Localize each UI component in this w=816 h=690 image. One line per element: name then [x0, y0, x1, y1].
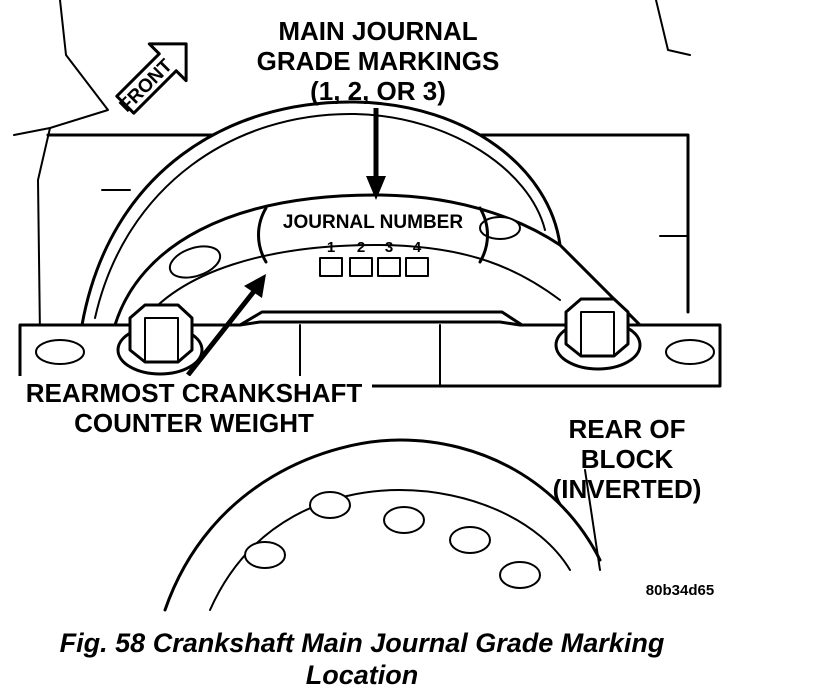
- journal-box-2: [349, 257, 373, 277]
- figure-code: 80b34d65: [646, 582, 714, 599]
- journal-box-3: [377, 257, 401, 277]
- rear-of-block-line-1: REAR OF: [569, 414, 686, 444]
- bolt-right: [554, 297, 642, 371]
- journal-number-label: JOURNAL NUMBER: [283, 212, 463, 233]
- rearmost-line-1: REARMOST CRANKSHAFT: [26, 378, 363, 408]
- counterweight-arrow-icon: [186, 274, 266, 377]
- journal-box-1: [319, 257, 343, 277]
- rearmost-line-2: COUNTER WEIGHT: [74, 408, 314, 438]
- figure-caption: Fig. 58 Crankshaft Main Journal Grade Ma…: [60, 628, 665, 690]
- caption-line-2: Location: [306, 660, 419, 690]
- bolt-left: [116, 303, 204, 376]
- front-label: FRONT: [116, 55, 177, 116]
- journal-digit-2: 2: [357, 239, 365, 256]
- grade-arrow-icon: [366, 108, 386, 200]
- journal-digit-1: 1: [327, 239, 335, 256]
- main-journal-line-1: MAIN JOURNAL: [278, 16, 477, 46]
- rearmost-counterweight-label: REARMOST CRANKSHAFT COUNTER WEIGHT: [12, 376, 372, 438]
- main-journal-grade-label: MAIN JOURNAL GRADE MARKINGS (1, 2, OR 3): [257, 16, 500, 106]
- flywheel: [163, 438, 602, 612]
- journal-box-4: [405, 257, 429, 277]
- journal-digit-3: 3: [385, 239, 393, 256]
- journal-digit-4: 4: [413, 239, 422, 256]
- caption-line-1: Fig. 58 Crankshaft Main Journal Grade Ma…: [60, 628, 665, 658]
- main-journal-line-3: (1, 2, OR 3): [310, 76, 446, 106]
- rear-of-block-label: REAR OF BLOCK (INVERTED): [553, 414, 702, 504]
- rear-of-block-line-2: BLOCK: [581, 444, 674, 474]
- journal-number-markings: JOURNAL NUMBER 1 2 3 4: [257, 206, 489, 277]
- front-arrow-icon: FRONT: [115, 42, 188, 117]
- rear-of-block-line-3: (INVERTED): [553, 474, 702, 504]
- engine-block-outline: [13, 0, 691, 336]
- main-journal-line-2: GRADE MARKINGS: [257, 46, 500, 76]
